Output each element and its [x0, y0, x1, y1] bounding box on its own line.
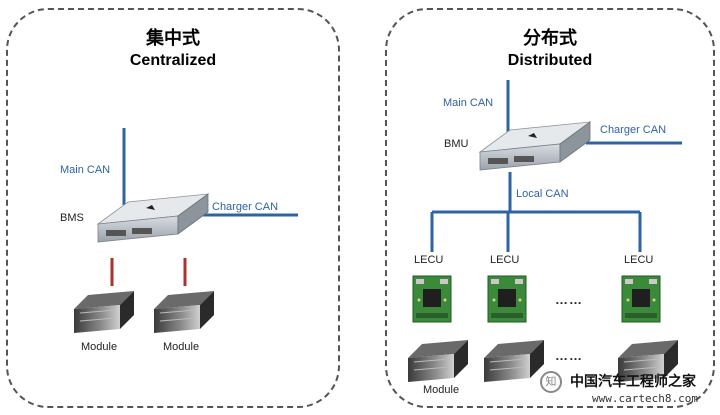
lecu-ellipsis: ……	[555, 292, 583, 307]
right-module-1	[407, 339, 469, 383]
distributed-panel: 分布式 Distributed	[385, 8, 715, 408]
distributed-title-zh: 分布式	[523, 28, 577, 49]
lecu-label-3: LECU	[624, 254, 654, 266]
bmu-label: BMU	[444, 138, 469, 150]
centralized-title-en: Centralized	[129, 52, 217, 69]
local-can-label: Local CAN	[516, 188, 569, 200]
right-module-2	[483, 339, 545, 383]
bmu-unit	[479, 121, 591, 171]
left-module-label-1: Module	[81, 341, 118, 353]
lecu-label-1: LECU	[414, 254, 444, 266]
left-main-can-label: Main CAN	[60, 164, 111, 176]
watermark: 知 中国汽车工程师之家 www.cartech8.com	[540, 365, 720, 415]
centralized-panel: 集中式 Centralized	[6, 8, 340, 408]
lecu-board-1	[412, 275, 452, 323]
left-module-label-2: Module	[163, 341, 200, 353]
left-module-1	[73, 290, 135, 334]
watermark-text: 中国汽车工程师之家	[570, 374, 696, 390]
bms-unit	[97, 193, 209, 243]
centralized-title-zh: 集中式	[146, 28, 200, 49]
bms-label: BMS	[60, 212, 84, 224]
left-module-2	[153, 290, 215, 334]
watermark-logo-icon: 知	[540, 371, 562, 393]
distributed-title-en: Distributed	[507, 52, 593, 69]
lecu-board-2	[487, 275, 527, 323]
left-charger-can-label: Charger CAN	[212, 201, 279, 213]
lecu-board-3	[621, 275, 661, 323]
right-module-label-1: Module	[423, 384, 460, 396]
watermark-url: www.cartech8.com	[592, 392, 698, 405]
right-charger-can-label: Charger CAN	[600, 124, 667, 136]
right-main-can-label: Main CAN	[443, 97, 494, 109]
module-ellipsis: ……	[555, 348, 583, 363]
lecu-label-2: LECU	[490, 254, 520, 266]
